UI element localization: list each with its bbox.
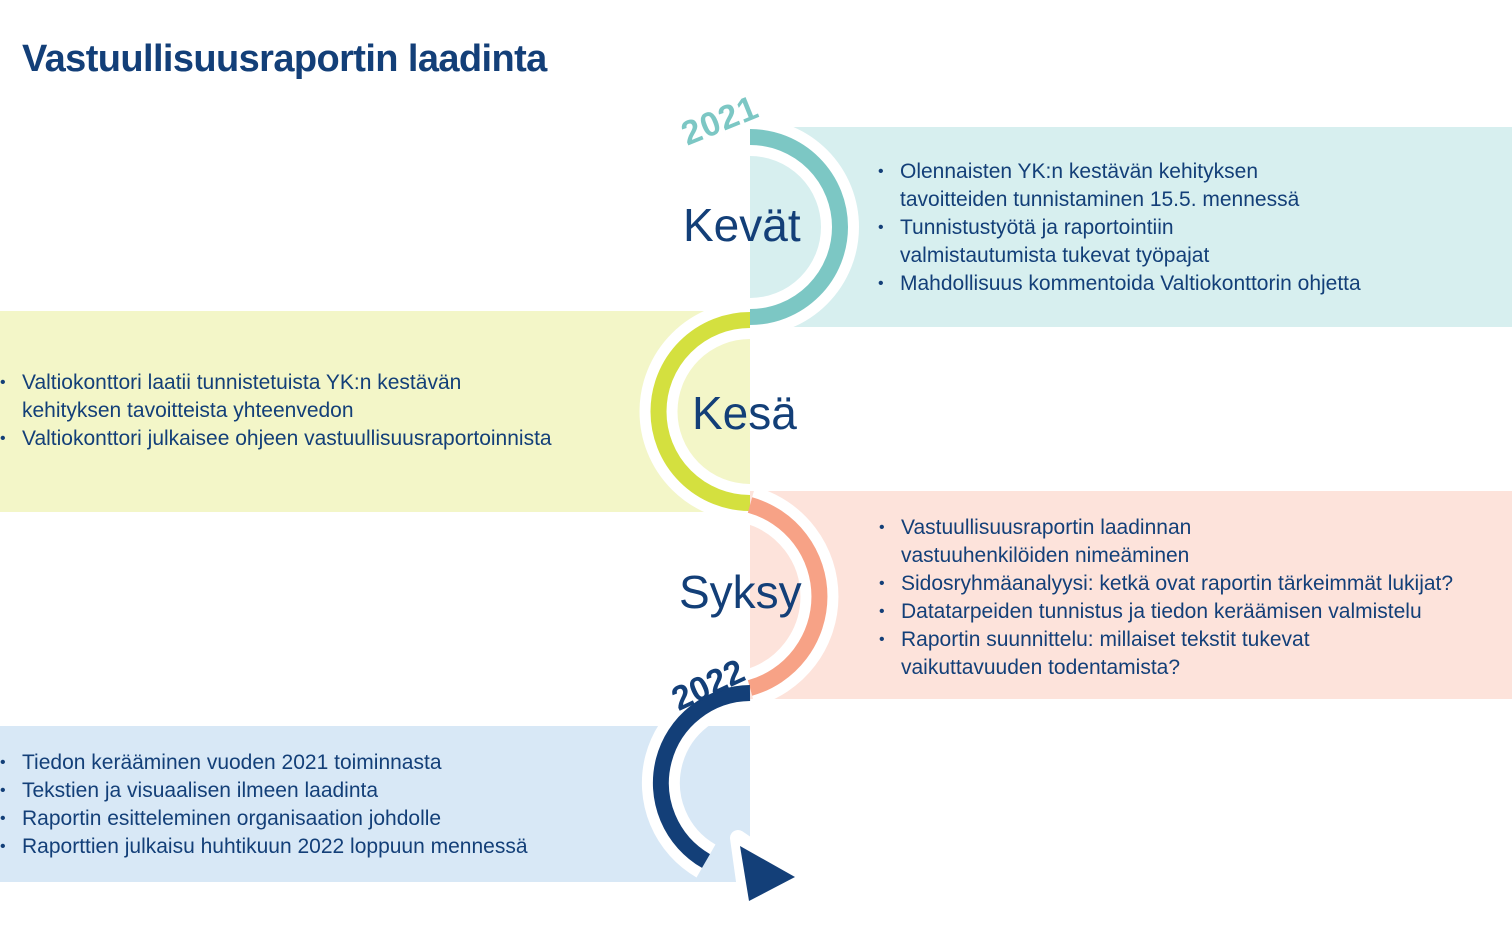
page-title: Vastuullisuusraportin laadinta: [22, 38, 547, 80]
list-item: Raportin esitteleminen organisaation joh…: [0, 805, 700, 833]
list-kevat: Olennaisten YK:n kestävän kehityksen tav…: [878, 158, 1498, 298]
list-item: Olennaisten YK:n kestävän kehityksen tav…: [878, 158, 1330, 214]
list-item: Mahdollisuus kommentoida Valtiokonttorin…: [878, 270, 1498, 298]
list-syksy: Vastuullisuusraportin laadinnan vastuuhe…: [879, 514, 1512, 682]
list-item: Tekstien ja visuaalisen ilmeen laadinta: [0, 777, 700, 805]
arrowhead-icon: [740, 846, 795, 901]
list-item: Vastuullisuusraportin laadinnan vastuuhe…: [879, 514, 1341, 570]
season-label-syksy: Syksy: [679, 566, 802, 618]
season-label-kesa: Kesä: [692, 387, 797, 439]
list-item: Tiedon kerääminen vuoden 2021 toiminnast…: [0, 749, 700, 777]
list-item: Valtiokonttori laatii tunnistetuista YK:…: [0, 369, 552, 425]
list-kesa: Valtiokonttori laatii tunnistetuista YK:…: [0, 369, 700, 453]
list-item: Sidosryhmäanalyysi: ketkä ovat raportin …: [879, 570, 1512, 598]
list-item: Raporttien julkaisu huhtikuun 2022 loppu…: [0, 833, 700, 861]
arc-kevat: [749, 129, 848, 325]
list-2022: Tiedon kerääminen vuoden 2021 toiminnast…: [0, 749, 700, 861]
arc-kesa: [650, 312, 751, 511]
list-item: Datatarpeiden tunnistus ja tiedon kerääm…: [879, 598, 1512, 626]
season-label-kevat: Kevät: [683, 199, 801, 251]
arc-syksy: [747, 497, 828, 696]
list-item: Raportin suunnittelu: millaiset tekstit …: [879, 626, 1371, 682]
list-item: Valtiokonttori julkaisee ohjeen vastuull…: [0, 425, 700, 453]
list-item: Tunnistustyötä ja raportointiin valmista…: [878, 214, 1260, 270]
